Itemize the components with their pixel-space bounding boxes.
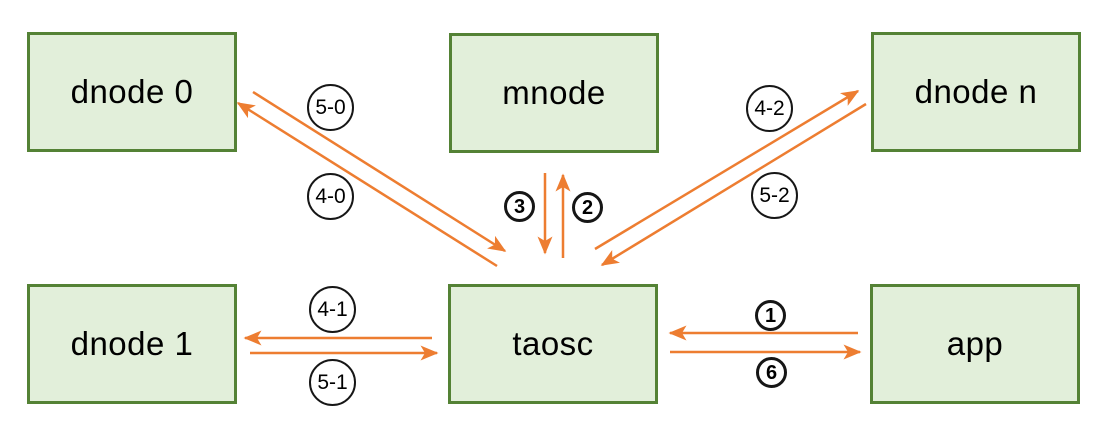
node-mnode: mnode <box>449 33 659 153</box>
edge-label-5-1: 5-1 <box>309 359 356 406</box>
node-dnode-1-label: dnode 1 <box>70 325 194 362</box>
node-mnode-label: mnode <box>502 74 606 111</box>
edge-label-5-2: 5-2 <box>751 172 798 219</box>
edge-label-4-1: 4-1 <box>309 286 356 333</box>
node-taosc-label: taosc <box>512 325 594 362</box>
edge-label-4-0: 4-0 <box>307 173 354 220</box>
edge-label-4-2: 4-2 <box>746 85 793 132</box>
edge-label-3: 3 <box>504 191 535 222</box>
edge-label-1: 1 <box>755 300 786 331</box>
node-app: app <box>870 284 1080 404</box>
node-dnode-1: dnode 1 <box>27 284 237 404</box>
node-dnode-0: dnode 0 <box>27 32 237 152</box>
node-app-label: app <box>946 325 1004 362</box>
edge-label-6: 6 <box>756 357 787 388</box>
node-dnode-0-label: dnode 0 <box>70 73 194 110</box>
node-dnode-n: dnode n <box>871 32 1081 152</box>
edge-label-5-0: 5-0 <box>307 84 354 131</box>
edge-label-2: 2 <box>572 192 603 223</box>
node-dnode-n-label: dnode n <box>914 73 1038 110</box>
node-taosc: taosc <box>448 284 658 404</box>
